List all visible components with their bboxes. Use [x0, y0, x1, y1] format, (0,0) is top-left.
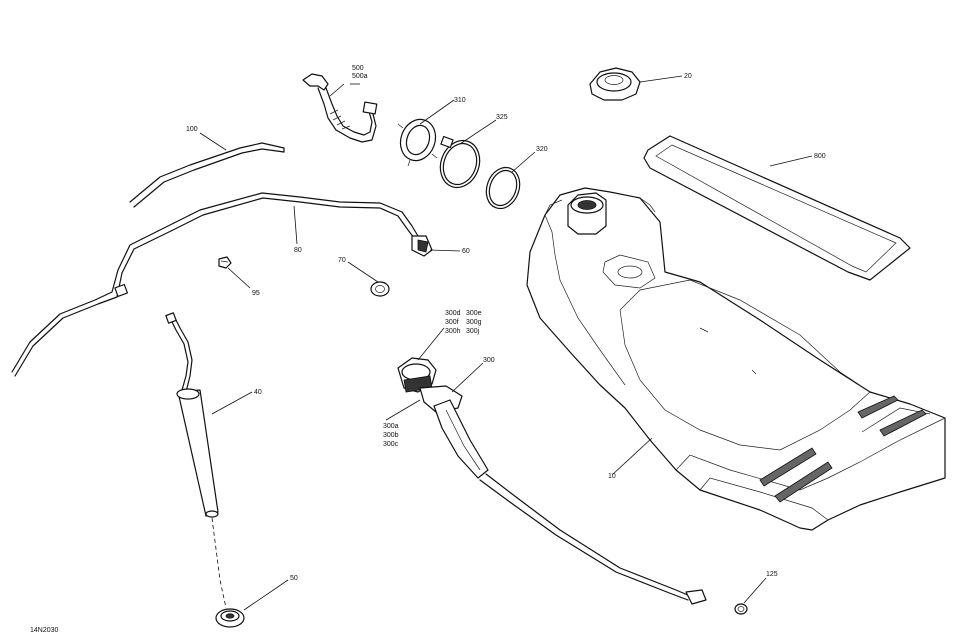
part-95-clip[interactable]	[218, 256, 232, 269]
part-100-vent-hose[interactable]	[129, 142, 285, 208]
callout-125: 125	[766, 571, 778, 578]
callout-50: 50	[290, 575, 298, 582]
part-50-grommet[interactable]	[215, 608, 245, 628]
callout-100: 100	[186, 126, 198, 133]
callout-500: 500	[352, 65, 364, 72]
callout-300g: 300g	[466, 319, 482, 326]
part-70-grommet[interactable]	[370, 281, 390, 297]
callout-300c: 300c	[383, 441, 399, 448]
part-20-fuel-cap[interactable]	[589, 67, 641, 101]
callout-300f: 300f	[445, 319, 459, 326]
callout-labels: 100 80 500 500a 310 325 320 20 800 60 70…	[186, 65, 826, 582]
part-800-pad[interactable]	[643, 135, 911, 281]
callout-300h: 300h	[445, 328, 461, 335]
callout-300j: 300j	[466, 328, 480, 335]
callout-60: 60	[462, 248, 470, 255]
callout-300b: 300b	[383, 432, 399, 439]
part-500-filler-hose[interactable]	[302, 73, 378, 143]
part-40-level-sensor[interactable]	[165, 312, 227, 609]
callout-300d: 300d	[445, 310, 461, 317]
callout-10: 10	[608, 473, 616, 480]
leader-lines	[199, 75, 813, 611]
callout-310: 310	[454, 97, 466, 104]
callout-300: 300	[483, 357, 495, 364]
callout-325: 325	[496, 114, 508, 121]
callout-500a: 500a	[352, 73, 368, 80]
callout-800: 800	[814, 153, 826, 160]
part-125-o-ring[interactable]	[734, 603, 748, 615]
callout-300e: 300e	[466, 310, 482, 317]
callout-20: 20	[684, 73, 692, 80]
part-300-fuel-pump[interactable]	[397, 357, 707, 605]
callout-80: 80	[294, 247, 302, 254]
part-60-connector[interactable]	[411, 235, 433, 257]
callout-40: 40	[254, 389, 262, 396]
diagram-code: 14N2030	[30, 627, 59, 634]
callout-95: 95	[252, 290, 260, 297]
callout-70: 70	[338, 257, 346, 264]
callout-320: 320	[536, 146, 548, 153]
part-320-o-ring[interactable]	[481, 163, 525, 213]
part-80-fuel-line[interactable]	[11, 192, 419, 377]
part-10-fuel-tank[interactable]	[526, 187, 946, 531]
callout-300a: 300a	[383, 423, 399, 430]
part-310-ring-nut[interactable]	[395, 114, 441, 167]
part-325-clamp[interactable]	[434, 135, 486, 193]
